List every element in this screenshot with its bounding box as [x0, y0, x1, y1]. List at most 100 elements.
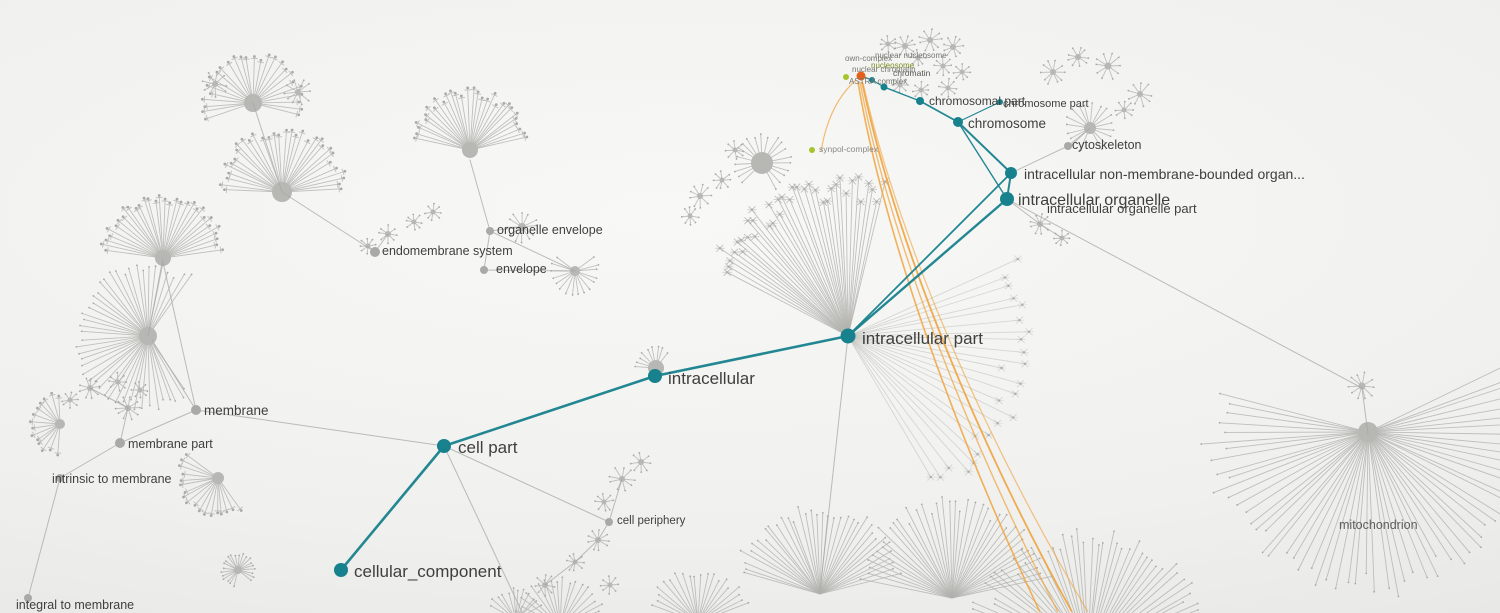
fan-tip-dot — [955, 55, 957, 58]
fan-spoke — [469, 94, 495, 151]
label-endomembrane-system[interactable]: endomembrane system — [382, 244, 513, 258]
node-intracellular[interactable] — [648, 369, 662, 383]
label-synpol-complex[interactable]: synpol-complex — [819, 144, 879, 154]
term-node-gray[interactable] — [486, 227, 494, 235]
fan-tip-dot — [1155, 565, 1157, 568]
label-cell-part[interactable]: cell part — [458, 438, 518, 457]
fan-tip-dot — [225, 560, 227, 562]
label-chromosome[interactable]: chromosome — [968, 116, 1046, 131]
term-node-gray[interactable] — [1064, 142, 1072, 150]
fan-tip-dot — [751, 542, 753, 545]
fan-tip-tick — [221, 181, 224, 189]
fan-spoke — [142, 270, 149, 337]
term-node-teal-small[interactable] — [880, 83, 888, 91]
label-intracellular-organelle-part[interactable]: intracellular organelle part — [1047, 201, 1197, 216]
fan-spoke — [107, 240, 164, 259]
node-chromosomal-part[interactable] — [916, 97, 924, 105]
label-integral-to-membrane[interactable]: integral to membrane — [16, 598, 134, 612]
fan-tip-dot — [743, 571, 746, 574]
term-node-gray[interactable] — [605, 518, 613, 526]
fan-tip-dot — [1035, 214, 1037, 217]
fan-spoke — [949, 500, 953, 599]
fan-spoke — [822, 201, 849, 337]
label-envelope[interactable]: envelope — [496, 262, 547, 276]
fan-tip-dot — [1111, 78, 1114, 80]
gray-edge — [443, 445, 523, 613]
highlighted-term-dot[interactable] — [809, 147, 815, 153]
fan-spoke — [1052, 547, 1076, 613]
label-intracellular-part[interactable]: intracellular part — [862, 329, 983, 348]
fan-tip-dot — [738, 586, 740, 588]
fan-spoke — [147, 272, 168, 337]
label-mitochondrion[interactable]: mitochondrion — [1339, 518, 1418, 532]
fan-tip-dot — [1096, 71, 1099, 74]
term-node-gray[interactable] — [370, 247, 380, 257]
fan-tip-dot — [427, 205, 430, 208]
fan-tip-dot — [1334, 587, 1337, 590]
label-own-complex[interactable]: own-complex — [845, 54, 892, 63]
term-node-teal-small[interactable] — [997, 99, 1003, 105]
node-intracellular-organelle[interactable] — [1000, 192, 1014, 206]
fan-tip-dot — [935, 502, 938, 505]
fan-tip-dot — [661, 347, 664, 349]
term-node-gray[interactable] — [115, 438, 125, 448]
node-intracellular-part[interactable] — [840, 328, 856, 344]
fan-tip-dot — [1078, 65, 1081, 67]
label-nucleosome[interactable]: nucleosome — [871, 61, 915, 70]
label-intracellular[interactable]: intracellular — [668, 369, 755, 388]
fan-spoke — [921, 503, 953, 599]
term-node-gray[interactable] — [56, 474, 64, 482]
node-intracellular-non-membrane-bounded-organelle[interactable] — [1005, 167, 1017, 179]
label-cell-periphery[interactable]: cell periphery — [617, 515, 686, 527]
label-cellular-component[interactable]: cellular_component — [354, 562, 502, 581]
highlighted-term-dot[interactable] — [843, 74, 849, 80]
label-cytoskeleton[interactable]: cytoskeleton — [1072, 138, 1142, 152]
label-intracellular-non-membrane-bounded-organ[interactable]: intracellular non-membrane-bounded organ… — [1024, 166, 1305, 182]
label-chromosome-part[interactable]: chromosome part — [1003, 98, 1089, 110]
fan-tip-tick — [312, 137, 319, 142]
orange-relation-curve — [859, 81, 1059, 613]
fan-tip-dot — [982, 503, 985, 506]
fan-tip-dot — [891, 83, 894, 86]
fan-tip-dot — [81, 312, 83, 315]
fan-center-dot — [751, 152, 773, 174]
fan-tip-dot — [253, 55, 256, 58]
fan-cluster — [879, 35, 897, 53]
fan-tip-cross — [1009, 413, 1017, 422]
fan-cluster — [178, 452, 243, 517]
node-cell-part[interactable] — [437, 439, 451, 453]
term-node-gray[interactable] — [480, 266, 488, 274]
label-astra-complex[interactable]: ASTRA complex — [849, 77, 907, 86]
fan-spoke — [1095, 530, 1115, 613]
term-node-teal-small[interactable] — [869, 77, 875, 83]
selected-term-node[interactable] — [856, 71, 866, 81]
label-chromatin[interactable]: chromatin — [893, 68, 931, 78]
node-chromosome[interactable] — [953, 117, 963, 127]
label-chromosomal-part[interactable]: chromosomal part — [929, 94, 1026, 108]
fan-tip-dot — [766, 136, 769, 139]
label-intrinsic-to-membrane[interactable]: intrinsic to membrane — [52, 472, 172, 486]
fan-tip-cross — [1010, 294, 1018, 302]
node-cellular-component[interactable] — [334, 563, 348, 577]
fan-tip-dot — [1200, 443, 1203, 445]
fan-tip-dot — [214, 231, 218, 235]
fan-tip-dot — [417, 125, 420, 129]
fan-tip-tick — [226, 61, 233, 66]
fan-tip-tick — [184, 202, 191, 206]
term-node-gray[interactable] — [191, 405, 201, 415]
fan-spoke — [847, 335, 979, 455]
label-nuclear-chromatin[interactable]: nuclear chromatin — [852, 65, 916, 74]
fan-tip-dot — [608, 508, 611, 511]
fan-tip-dot — [413, 136, 416, 140]
label-organelle-envelope[interactable]: organelle envelope — [497, 223, 603, 237]
term-node-gray[interactable] — [24, 594, 32, 602]
label-intracellular-organelle[interactable]: intracellular organelle — [1018, 192, 1170, 209]
fan-spoke — [568, 586, 589, 613]
fan-spoke — [883, 541, 953, 599]
label-membrane-part[interactable]: membrane part — [128, 437, 213, 451]
fan-spoke — [435, 99, 471, 151]
label-nuclear-nucleosome[interactable]: nuclear nucleosome — [875, 51, 947, 60]
label-membrane[interactable]: membrane — [204, 403, 269, 418]
